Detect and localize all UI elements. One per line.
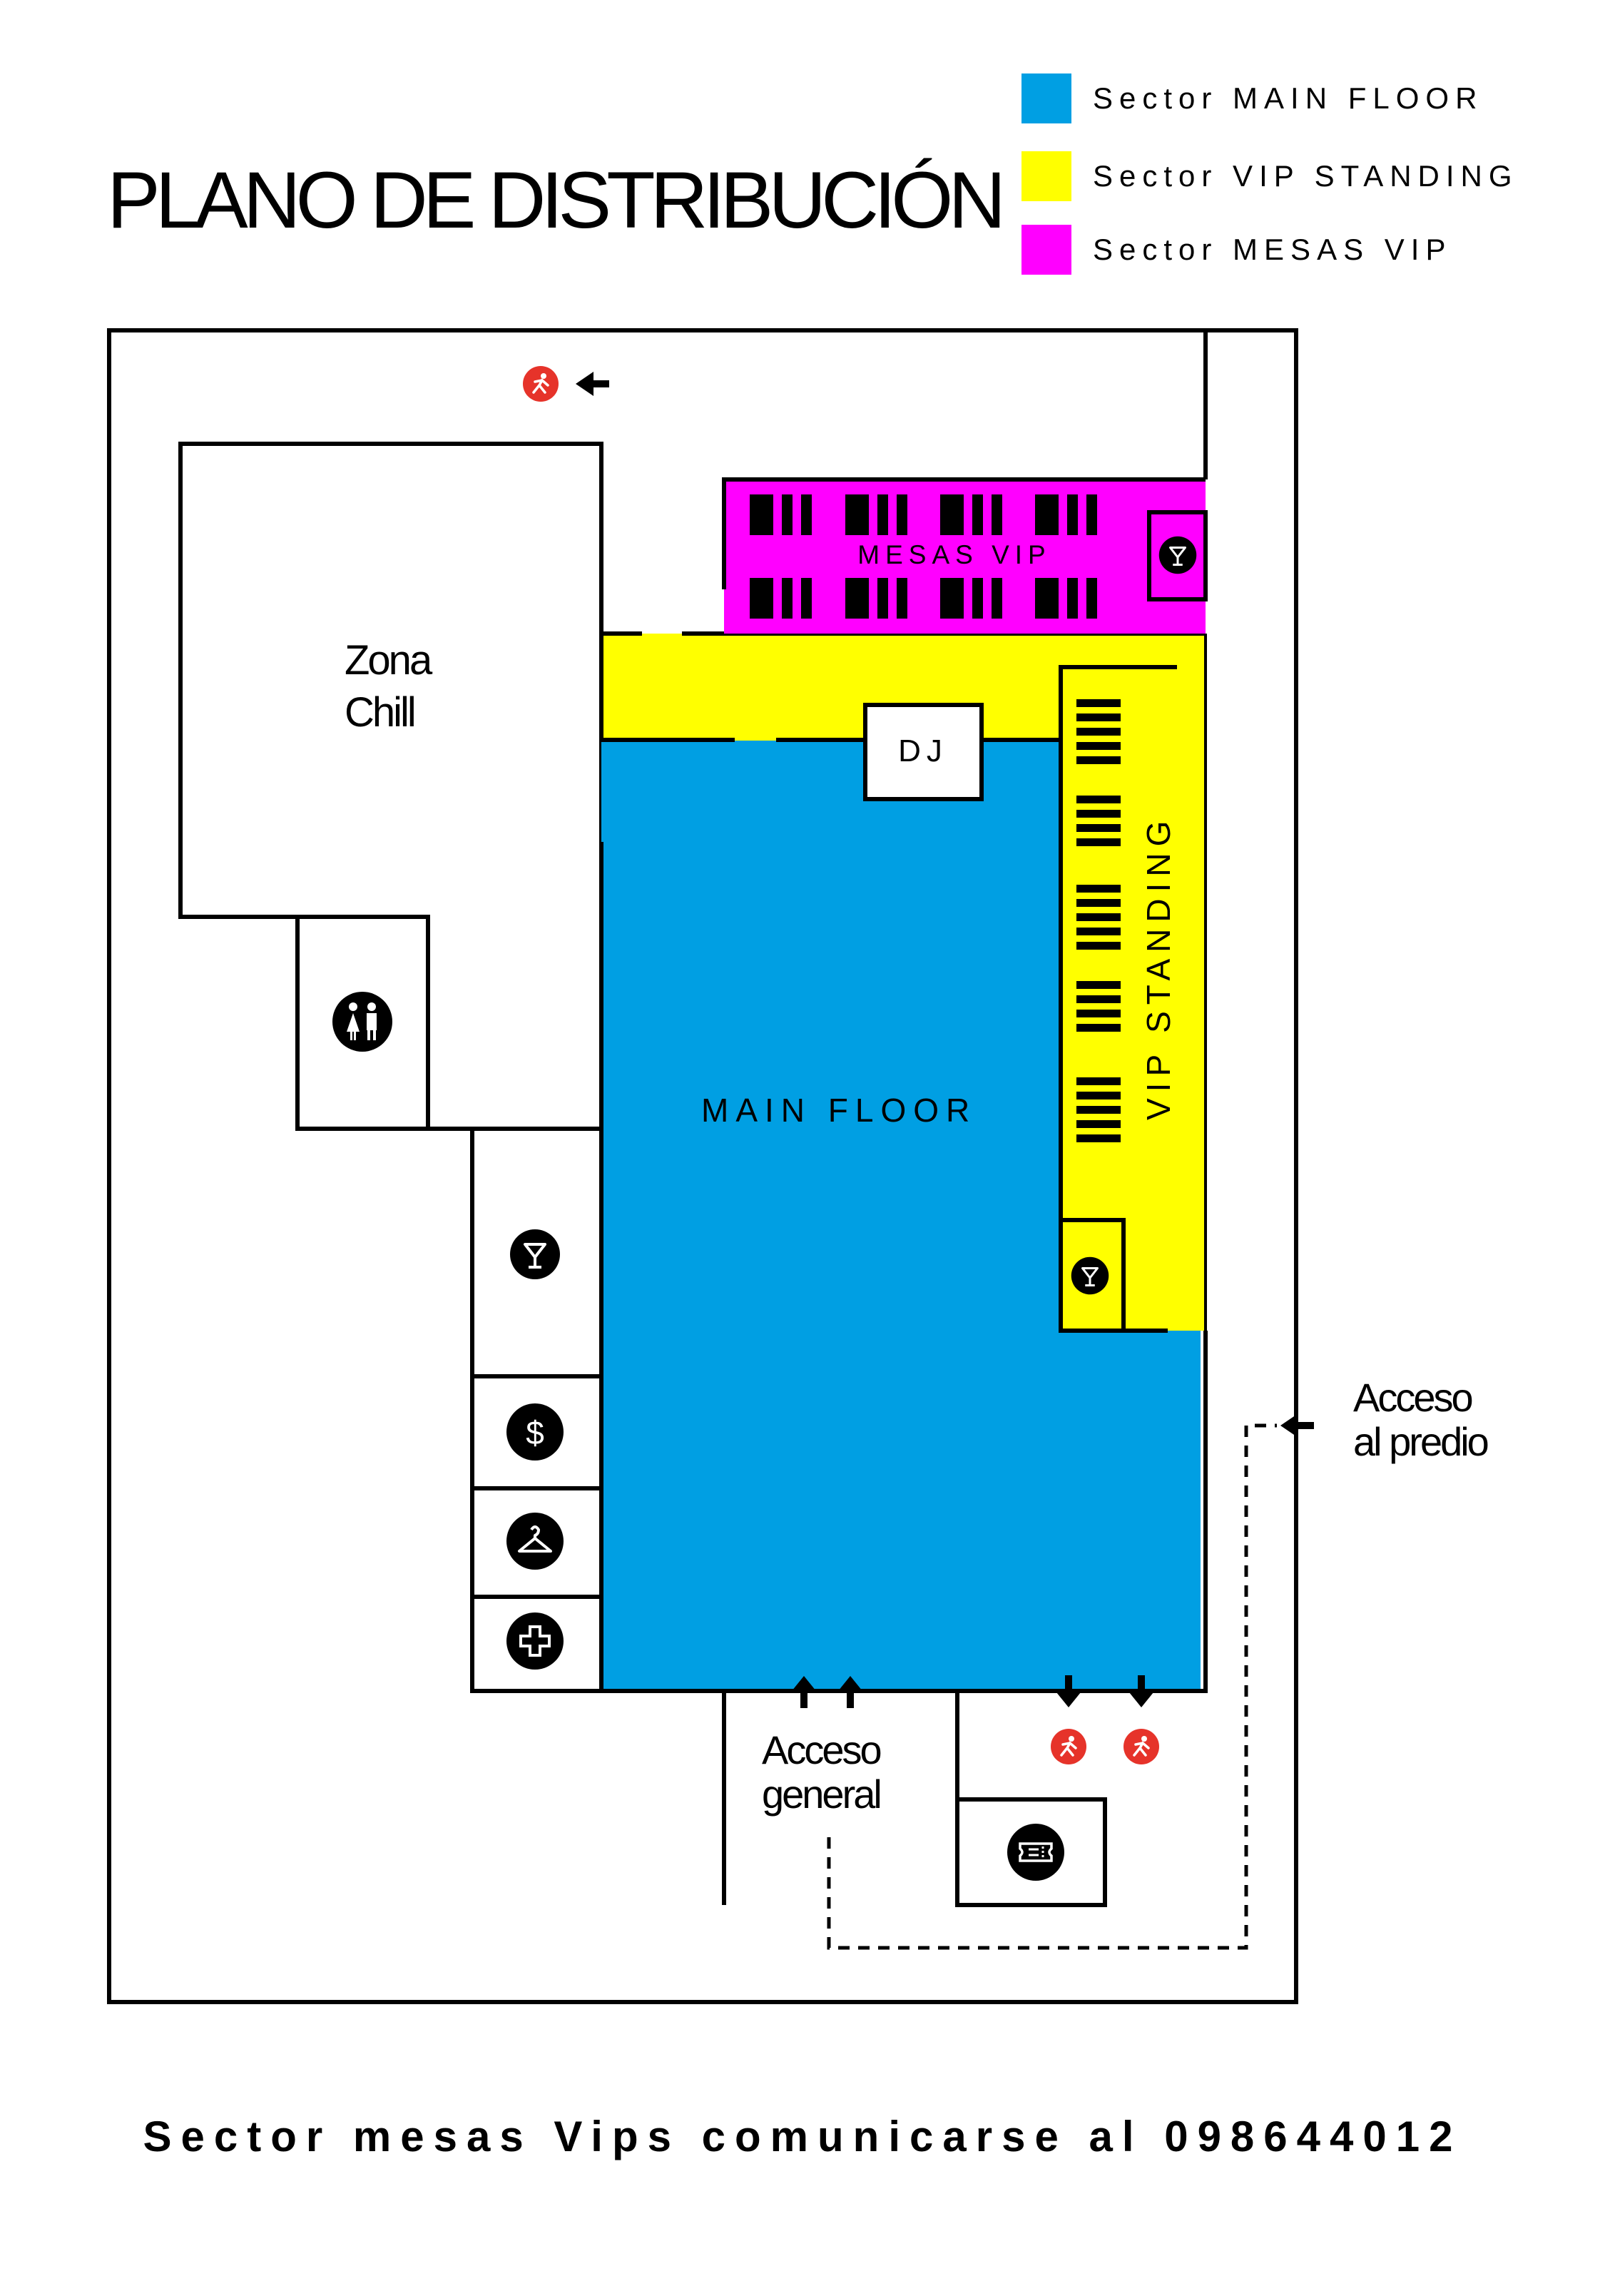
access-path — [827, 1423, 1277, 1950]
legend-swatch-mesas-vip — [1021, 225, 1071, 275]
acceso-general-label-line1: Acceso — [762, 1727, 880, 1772]
bar-icon — [1070, 1256, 1110, 1296]
ticket-icon — [1007, 1824, 1064, 1881]
arrow-icon — [1280, 1413, 1314, 1438]
footer-contact: Sector mesas Vips comunicarse al 0986440… — [143, 2113, 1462, 2160]
dj-label: DJ — [898, 733, 948, 768]
mesas-vip-label: MESAS VIP — [857, 540, 1051, 569]
acceso-predio-label-line2: al predio — [1353, 1419, 1488, 1464]
svg-text:$: $ — [526, 1414, 544, 1451]
arrow-icon — [576, 372, 609, 396]
dj-booth — [863, 703, 984, 801]
main-floor-label: MAIN FLOOR — [701, 1092, 977, 1129]
legend-label-vip-standing: Sector VIP STANDING — [1093, 159, 1519, 193]
vip-standing-label: VIP STANDING — [1140, 815, 1177, 1120]
restroom-icon — [332, 992, 392, 1052]
legend-label-main-floor: Sector MAIN FLOOR — [1093, 81, 1484, 115]
emergency-exit-icon — [1122, 1727, 1161, 1766]
page-title: PLANO DE DISTRIBUCIÓN — [107, 156, 1006, 245]
first-aid-icon — [506, 1612, 564, 1670]
acceso-predio-label-line1: Acceso — [1353, 1375, 1472, 1420]
bar-icon — [1158, 535, 1198, 575]
legend-item-main-floor: Sector MAIN FLOOR — [1021, 73, 1483, 123]
legend-label-mesas-vip: Sector MESAS VIP — [1093, 233, 1452, 266]
legend-swatch-main-floor — [1021, 73, 1071, 123]
zona-chill-label-line1: Zona — [345, 637, 433, 684]
vip-standing-tables — [1076, 699, 1121, 1142]
mesas-vip-tables — [750, 494, 1097, 619]
emergency-exit-icon — [521, 365, 560, 403]
acceso-general-label-line2: general — [762, 1772, 880, 1817]
legend-swatch-vip-standing — [1021, 151, 1071, 201]
venue-boundary — [107, 328, 1298, 2004]
legend-item-vip-standing: Sector VIP STANDING — [1021, 151, 1519, 201]
cashier-icon: $ — [506, 1403, 564, 1461]
zona-chill-label-line2: Chill — [345, 689, 414, 736]
emergency-exit-icon — [1049, 1727, 1088, 1766]
legend-item-mesas-vip: Sector MESAS VIP — [1021, 225, 1452, 275]
cloakroom-icon — [506, 1513, 564, 1570]
bar-icon — [509, 1228, 561, 1281]
